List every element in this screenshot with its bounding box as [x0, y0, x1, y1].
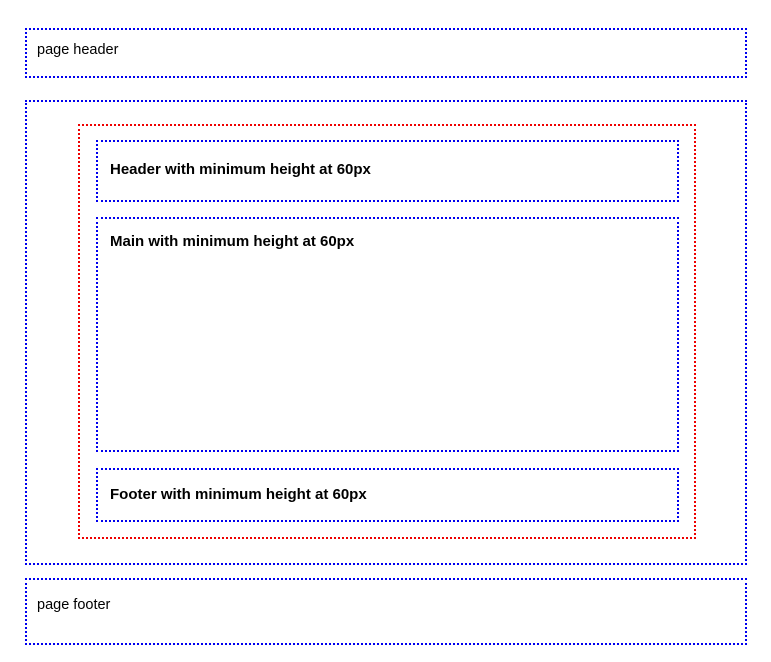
page-header-label: page header	[37, 42, 119, 58]
page-footer-box: page footer	[25, 578, 747, 645]
layout-footer-region: Footer with minimum height at 60px	[96, 468, 679, 522]
page-header-box: page header	[25, 28, 747, 78]
layout-main-region: Main with minimum height at 60px	[96, 217, 679, 452]
layout-main-label: Main with minimum height at 60px	[110, 233, 355, 250]
grid-container-box	[78, 124, 696, 539]
layout-header-label: Header with minimum height at 60px	[110, 161, 371, 178]
page-footer-label: page footer	[37, 597, 111, 613]
layout-header-region: Header with minimum height at 60px	[96, 140, 679, 202]
layout-footer-label: Footer with minimum height at 60px	[110, 486, 367, 503]
body-wrapper-box	[25, 100, 747, 565]
